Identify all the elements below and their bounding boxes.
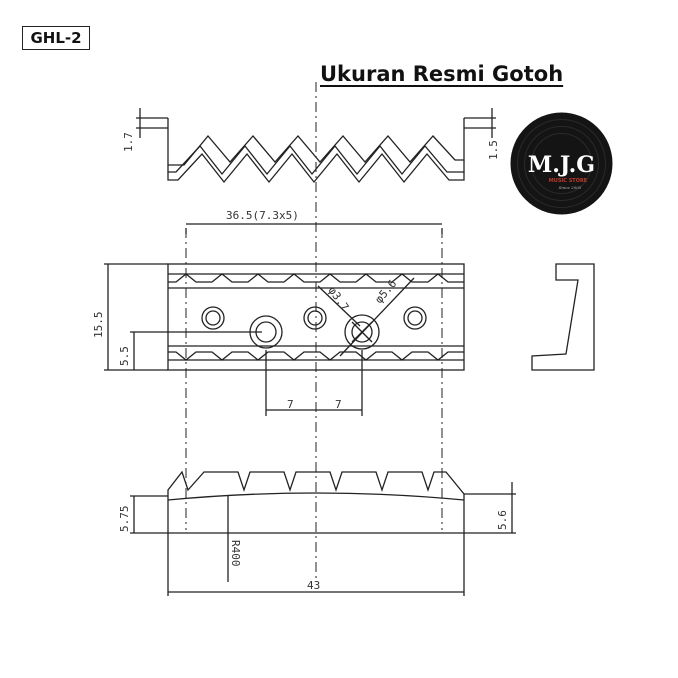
side-profile — [531, 263, 595, 371]
page-title: Ukuran Resmi Gotoh — [320, 62, 564, 86]
dim-radius: R400 — [229, 540, 242, 567]
dim-slot-span: 36.5(7.3x5) — [226, 209, 299, 222]
dim-hole-offset: 5.5 — [118, 346, 131, 366]
dim-top-right: 1.5 — [487, 140, 500, 160]
dim-bottom-left: 5.75 — [118, 506, 131, 533]
top-view — [136, 108, 496, 184]
dim-depth: 15.5 — [92, 312, 105, 339]
center-lines — [185, 82, 443, 580]
logo-script-text: Since 2005 — [559, 185, 582, 190]
front-view — [104, 223, 465, 416]
model-code-label: GHL-2 — [22, 26, 90, 50]
logo-sub-text: MUSIC STORE — [549, 178, 588, 184]
logo-main-text: M.J.G — [528, 152, 595, 178]
dim-top-left: 1.7 — [122, 132, 135, 152]
bottom-view — [130, 470, 516, 596]
dim-spacing-left: 7 — [287, 398, 294, 411]
dim-spacing-right: 7 — [335, 398, 342, 411]
dim-total-width: 43 — [307, 579, 320, 592]
mjg-logo: M.J.G MUSIC STORE Since 2005 — [510, 112, 613, 215]
dim-bottom-right: 5.6 — [496, 510, 509, 530]
